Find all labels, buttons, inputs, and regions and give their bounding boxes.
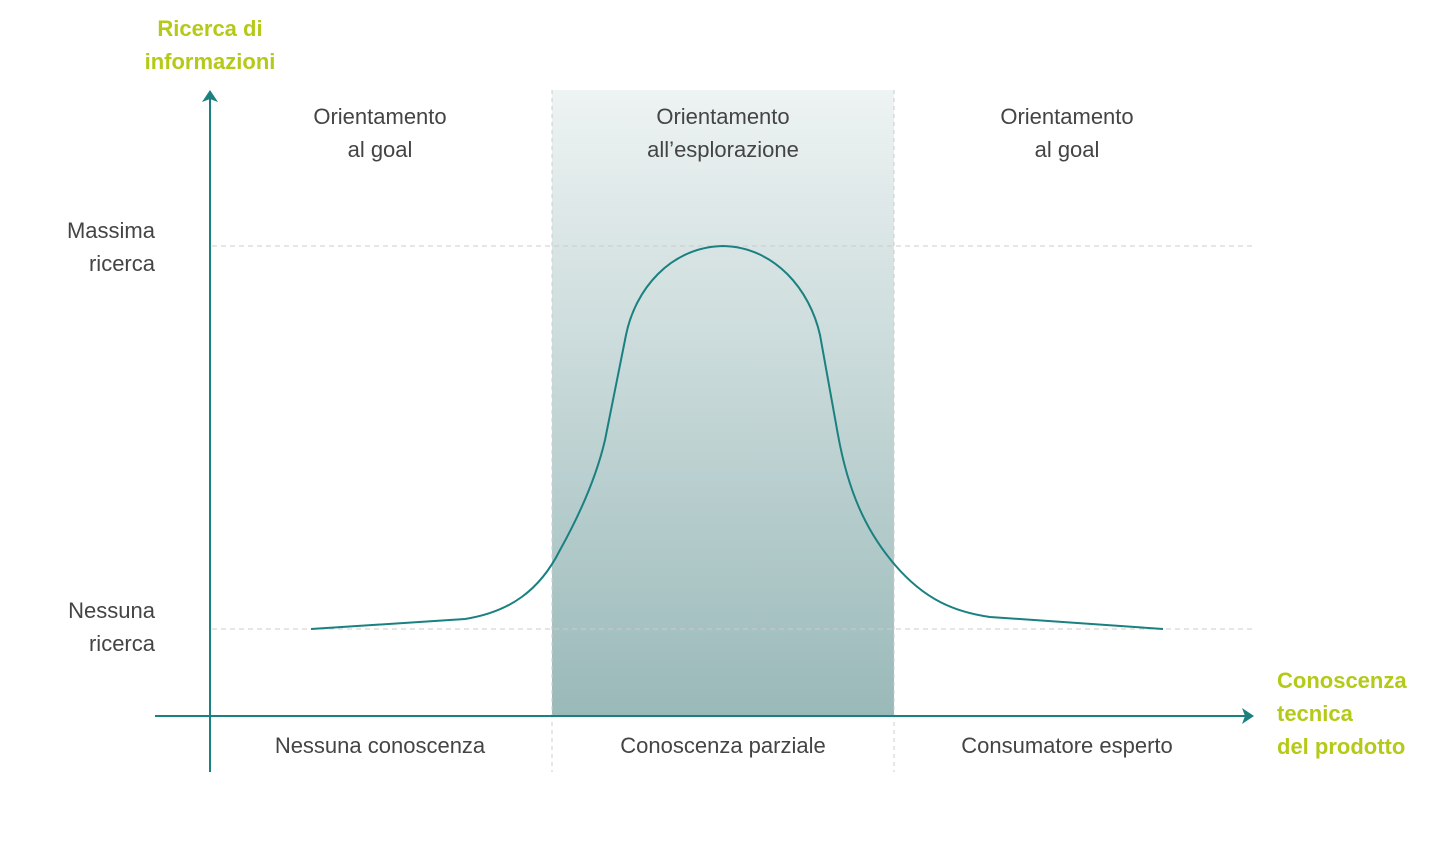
y-axis-arrow — [202, 90, 218, 102]
x-axis-title-line: tecnica — [1277, 701, 1353, 726]
zone-top-text: Orientamento — [656, 104, 790, 129]
x-axis-title-line: del prodotto — [1277, 734, 1406, 759]
y-level-text: ricerca — [88, 251, 155, 276]
y-axis-title-line: Ricerca di — [157, 16, 263, 41]
x-axis-title-line: Conoscenza — [1277, 668, 1407, 693]
zone-bottom-label: Nessuna conoscenza — [274, 733, 486, 758]
exploration-band — [552, 90, 894, 716]
y-axis-title-line: informazioni — [144, 49, 276, 74]
zone-bottom-label: Consumatore esperto — [961, 733, 1173, 758]
zone-top-text: Orientamento — [1000, 104, 1134, 129]
zone-top-text: all’esplorazione — [647, 137, 799, 162]
x-axis-arrow — [1242, 708, 1254, 724]
y-level-max: Massima ricerca — [5, 214, 155, 280]
zone-top-text: al goal — [347, 137, 413, 162]
information-search-curve — [310, 244, 1164, 630]
y-level-none: Nessuna ricerca — [5, 594, 155, 660]
y-level-text: ricerca — [88, 631, 155, 656]
y-level-text: Nessuna — [68, 598, 155, 623]
zone-top-text: al goal — [1034, 137, 1100, 162]
zone-bottom-label: Conoscenza parziale — [620, 733, 826, 758]
zone-top-label: Orientamento al goal — [917, 100, 1217, 166]
y-level-text: Massima — [66, 218, 155, 243]
y-axis-title: Ricerca di informazioni — [140, 12, 280, 78]
zone-top-label: Orientamento al goal — [230, 100, 530, 166]
x-axis-title: Conoscenza tecnica del prodotto — [1277, 664, 1407, 763]
zone-top-text: Orientamento — [313, 104, 447, 129]
zone-top-label: Orientamento all’esplorazione — [573, 100, 873, 166]
